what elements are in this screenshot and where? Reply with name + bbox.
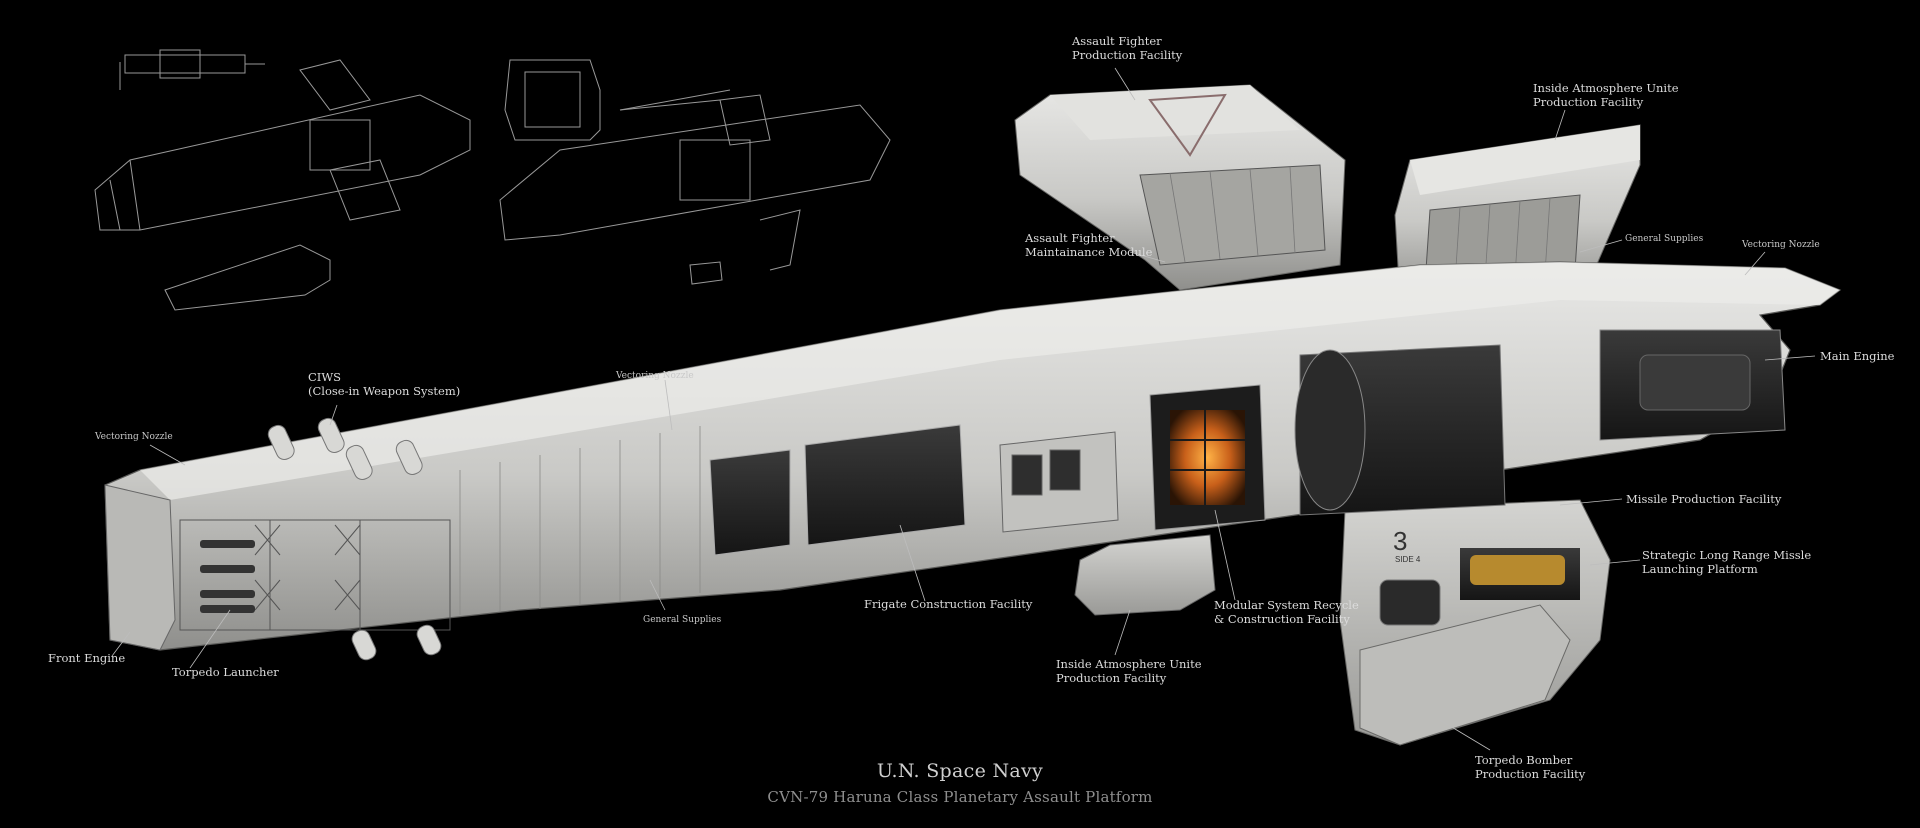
label-vectoring-nozzle-mid: Vectoring Nozzle bbox=[616, 371, 694, 381]
hull-number: 3 bbox=[1393, 526, 1407, 556]
label-torpedo-bomber: Torpedo Bomber Production Facility bbox=[1475, 753, 1586, 781]
label-ciws: CIWS (Close-in Weapon System) bbox=[308, 370, 461, 398]
label-missile-production: Missile Production Facility bbox=[1626, 492, 1782, 506]
label-inside-atmosphere-top: Inside Atmosphere Unite Production Facil… bbox=[1533, 81, 1679, 109]
label-inside-atmosphere-bottom: Inside Atmosphere Unite Production Facil… bbox=[1056, 657, 1202, 685]
caption-subtitle: CVN-79 Haruna Class Planetary Assault Pl… bbox=[767, 788, 1153, 806]
leader-lines bbox=[111, 67, 1816, 751]
ciws-turrets bbox=[267, 417, 442, 661]
label-frigate-construction: Frigate Construction Facility bbox=[864, 597, 1033, 611]
upper-rear-module bbox=[1394, 124, 1641, 301]
label-strategic-missile: Strategic Long Range Missle Launching Pl… bbox=[1642, 548, 1812, 576]
hull-side-marking: SIDE 4 bbox=[1395, 555, 1421, 564]
label-front-engine: Front Engine bbox=[48, 651, 126, 665]
label-general-supplies-top: General Supplies bbox=[1625, 234, 1704, 244]
label-general-supplies-bottom: General Supplies bbox=[643, 615, 722, 625]
label-main-engine: Main Engine bbox=[1820, 349, 1895, 363]
label-assault-fighter-production: Assault Fighter Production Facility bbox=[1072, 34, 1183, 62]
label-modular-recycle: Modular System Recycle & Construction Fa… bbox=[1214, 598, 1359, 626]
concept-sketches bbox=[94, 49, 891, 311]
label-torpedo-launcher: Torpedo Launcher bbox=[172, 665, 279, 679]
upper-front-module bbox=[1014, 84, 1346, 291]
label-vectoring-nozzle-front: Vectoring Nozzle bbox=[95, 432, 173, 442]
lower-front-module bbox=[1074, 534, 1216, 616]
label-assault-fighter-maintenance: Assault Fighter Maintainance Module bbox=[1025, 231, 1153, 259]
caption-title: U.N. Space Navy bbox=[876, 760, 1044, 782]
main-hull bbox=[104, 261, 1842, 651]
label-vectoring-nozzle-rear: Vectoring Nozzle bbox=[1742, 240, 1820, 250]
lower-rear-block bbox=[1339, 499, 1611, 746]
